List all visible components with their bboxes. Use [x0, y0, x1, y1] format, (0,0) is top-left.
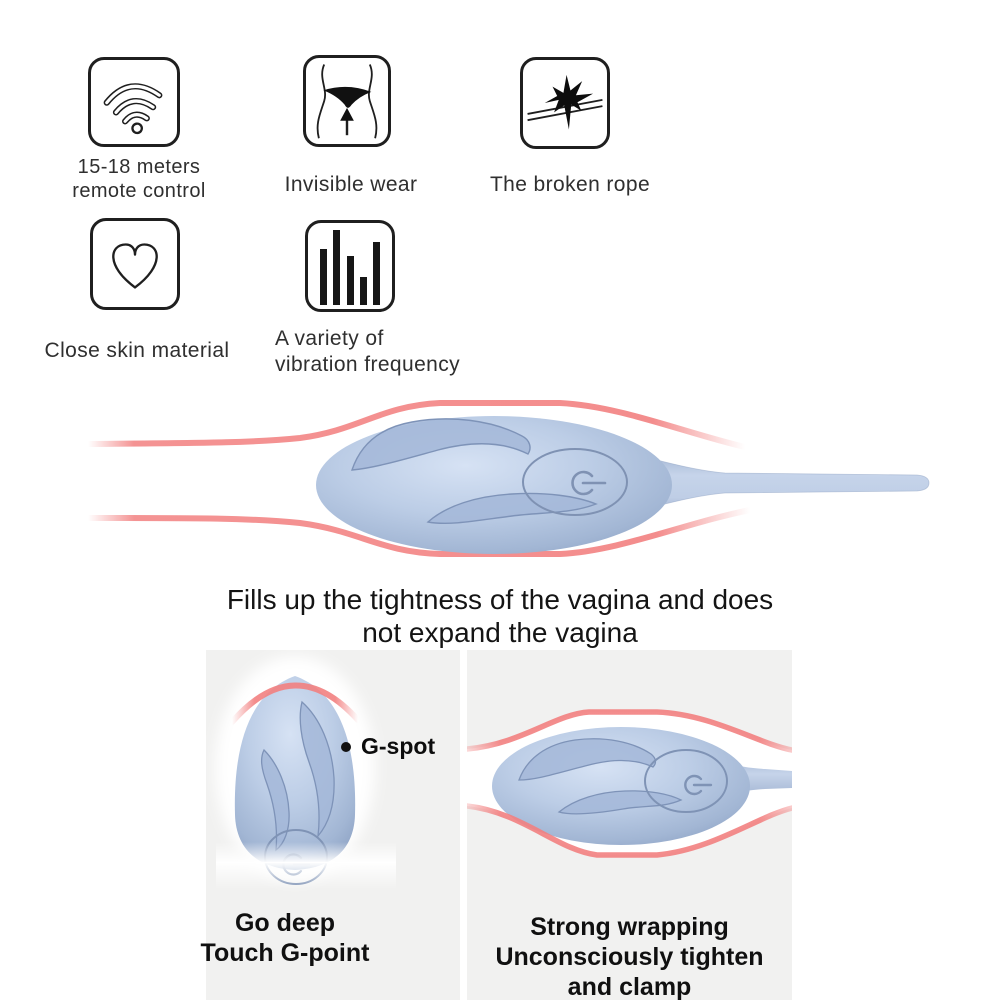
wifi-signal-icon: [88, 57, 180, 147]
caption-line: Unconsciously tighten: [495, 943, 764, 971]
vagina-wall-bottom: [85, 507, 753, 557]
power-icon: [684, 774, 713, 796]
bar: [373, 242, 380, 305]
headline-line2: not expand the vagina: [362, 617, 638, 648]
gspot-panel: G-spot Go deep Touch G-point: [201, 650, 460, 1000]
leaf-pattern-1: [299, 700, 335, 839]
invisible-wear-icon: [303, 55, 391, 147]
gspot-illustration: [215, 656, 396, 889]
feature-label-line: Close skin material: [44, 339, 230, 362]
gspot-marker-dot: [341, 742, 351, 752]
heart-glyph: [112, 243, 158, 289]
product-tail: [619, 449, 930, 517]
feature-label-line: Invisible wear: [284, 173, 418, 196]
wrapping-panel: Strong wrapping Unconsciously tighten an…: [467, 650, 792, 1000]
vagina-wall-top: [467, 709, 792, 753]
feature-label-material: Close skin material: [17, 339, 257, 363]
vibration-bars-glyph: [320, 227, 380, 305]
wifi-signal-glyph: [103, 83, 163, 135]
break-star: [544, 74, 594, 130]
feature-label-line: A variety of: [275, 327, 384, 350]
bar: [346, 256, 354, 305]
feature-label-line: vibration frequency: [275, 353, 461, 376]
bar: [359, 277, 367, 305]
caption-line: Strong wrapping: [530, 913, 729, 941]
power-button: [644, 749, 728, 813]
caption-line: Go deep: [234, 909, 335, 937]
caption-line: Touch G-point: [200, 939, 370, 967]
wrapping-illustration: [467, 709, 792, 858]
broken-rope-glyph: [527, 74, 603, 130]
caption-line: and clamp: [567, 973, 692, 1000]
invisible-wear-glyph: [316, 64, 378, 139]
power-button: [522, 448, 628, 516]
vagina-wall-bottom: [467, 803, 792, 858]
feature-label-remote: 15-18 meters remote control: [34, 155, 244, 203]
bar: [320, 249, 327, 305]
wrapping-caption: Strong wrapping Unconsciously tighten an…: [467, 912, 792, 1000]
leaf-pattern-2: [426, 492, 598, 524]
feature-label-line: The broken rope: [489, 173, 651, 196]
vagina-wall-top: [85, 400, 748, 450]
feature-label-invisible-wear: Invisible wear: [251, 173, 451, 197]
vagina-wall-arc: [229, 682, 361, 725]
broken-rope-icon: [520, 57, 610, 149]
gspot-label: G-spot: [361, 733, 436, 759]
feature-label-broken-rope: The broken rope: [470, 173, 670, 197]
headline: Fills up the tightness of the vagina and…: [0, 583, 1000, 649]
feature-label-line: 15-18 meters: [77, 156, 201, 178]
feature-label-vibration: A variety of vibration frequency: [275, 326, 505, 378]
gspot-caption: Go deep Touch G-point: [200, 908, 370, 968]
vibration-bars-icon: [305, 220, 395, 312]
main-product-illustration: [85, 400, 930, 557]
power-icon: [571, 470, 607, 496]
heart-icon: [90, 218, 180, 310]
leaf-pattern-1: [350, 418, 531, 471]
feature-label-line: remote control: [72, 180, 206, 202]
headline-line1: Fills up the tightness of the vagina and…: [226, 584, 774, 615]
bar: [333, 230, 341, 305]
